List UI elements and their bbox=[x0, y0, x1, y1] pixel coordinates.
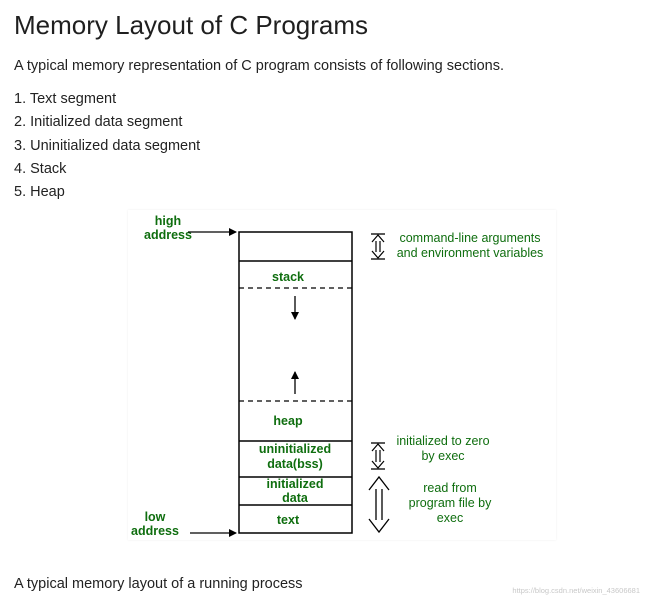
read-double-arrow-icon bbox=[368, 475, 390, 534]
list-item: 5. Heap bbox=[14, 184, 65, 201]
args-note-line2: and environment variables bbox=[397, 246, 544, 260]
text-segment-label: text bbox=[277, 513, 300, 527]
page-title: Memory Layout of C Programs bbox=[14, 10, 369, 40]
read-note-line1: read from bbox=[423, 481, 477, 495]
read-note-line2: program file by bbox=[409, 496, 492, 510]
stack-label: stack bbox=[272, 270, 304, 284]
watermark: https://blog.csdn.net/weixin_43606681 bbox=[512, 586, 640, 595]
figure-caption: A typical memory layout of a running pro… bbox=[14, 576, 303, 592]
initialized-label-line1: initialized bbox=[267, 477, 324, 491]
list-item: 3. Uninitialized data segment bbox=[14, 137, 201, 154]
memory-layout-diagram: high address low address stack heap unin… bbox=[128, 210, 556, 540]
bss-double-arrow-icon bbox=[371, 442, 385, 470]
list-item: 4. Stack bbox=[14, 160, 67, 177]
read-note-line3: exec bbox=[437, 511, 463, 525]
initialized-label-line2: data bbox=[282, 491, 309, 505]
zero-note-line2: by exec bbox=[421, 449, 464, 463]
high-address-label-line2: address bbox=[144, 228, 192, 242]
sections-list: 1. Text segment 2. Initialized data segm… bbox=[14, 88, 200, 204]
intro-text: A typical memory representation of C pro… bbox=[14, 58, 504, 74]
bss-label-line1: uninitialized bbox=[259, 442, 331, 456]
list-item: 1. Text segment bbox=[14, 91, 117, 107]
args-note-line1: command-line arguments bbox=[399, 231, 540, 245]
high-address-label-line1: high bbox=[155, 214, 181, 228]
list-item: 2. Initialized data segment bbox=[14, 114, 183, 131]
memory-block bbox=[238, 231, 353, 534]
memory-layout-svg: high address low address stack heap unin… bbox=[131, 214, 544, 538]
zero-note-line1: initialized to zero bbox=[396, 434, 489, 448]
args-double-arrow-icon bbox=[371, 233, 385, 260]
bss-label-line2: data(bss) bbox=[267, 457, 323, 471]
low-address-label-line1: low bbox=[145, 510, 166, 524]
low-address-label-line2: address bbox=[131, 524, 179, 538]
heap-label: heap bbox=[273, 414, 303, 428]
